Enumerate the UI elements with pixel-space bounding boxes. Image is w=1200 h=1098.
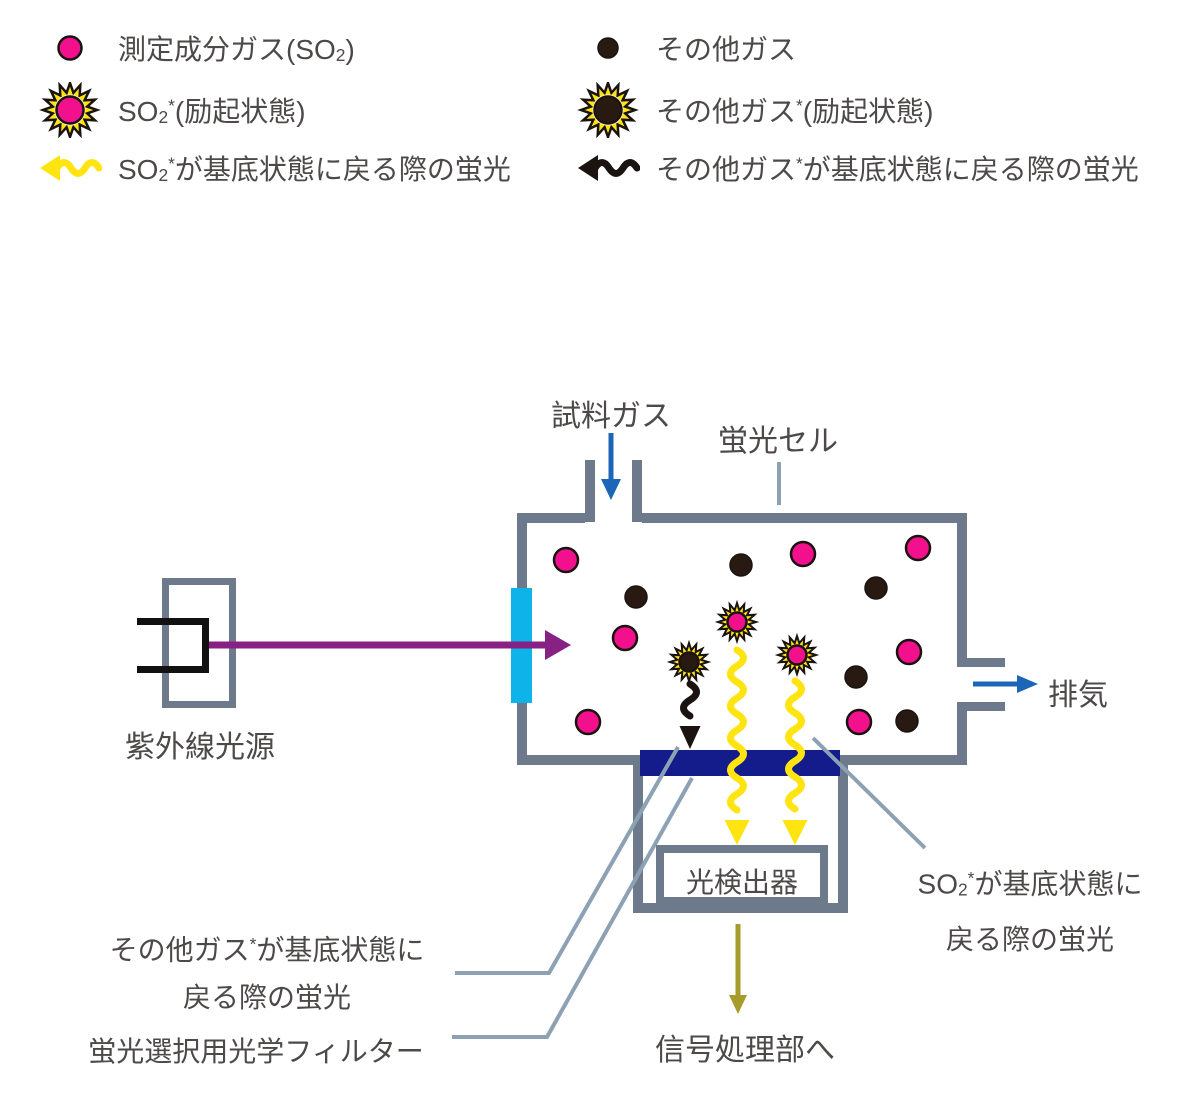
legend-item-other-gas-excited: その他ガス*(励起状態) bbox=[576, 82, 933, 138]
cell-right-wall-lower bbox=[957, 711, 967, 765]
cell-bottom-wall-left bbox=[517, 755, 633, 765]
so2-molecule bbox=[611, 624, 639, 652]
signal-processing-label: 信号処理部へ bbox=[655, 1034, 835, 1067]
photodetector-box bbox=[656, 845, 828, 905]
so2-molecule bbox=[789, 540, 817, 568]
other-gas-molecule bbox=[624, 585, 648, 609]
uv-lamp-icon bbox=[137, 618, 209, 673]
legend-label-other-gas: その他ガス bbox=[656, 34, 797, 65]
leader-so2-fluorescence-label bbox=[811, 736, 927, 850]
cell-top-wall-right bbox=[642, 513, 967, 523]
uv-source-label: 紫外線光源 bbox=[125, 731, 275, 764]
so2-molecule bbox=[57, 35, 83, 61]
uv-beam-arrow bbox=[209, 630, 571, 660]
detector-housing-right-wall bbox=[838, 755, 848, 913]
detector-housing-left-wall bbox=[633, 755, 643, 913]
legend-label-so2-fluorescence: SO2*が基底状態に戻る際の蛍光 bbox=[118, 153, 511, 186]
leader-filter-label bbox=[452, 777, 694, 1039]
legend-item-so2-excited: SO2*(励起状態) bbox=[38, 82, 306, 138]
inlet-tube-left-wall bbox=[585, 460, 595, 522]
leader-lines bbox=[452, 462, 927, 1039]
so2-molecule bbox=[552, 546, 580, 574]
other-gas-fluorescence-note: その他ガス*が基底状態に 戻る際の蛍光 bbox=[109, 934, 425, 1013]
other-gas-molecule bbox=[895, 709, 919, 733]
so2-molecule bbox=[845, 708, 873, 736]
so2-molecule bbox=[574, 708, 602, 736]
optical-filter-label: 蛍光選択用光学フィルター bbox=[88, 1036, 424, 1067]
other-gas-molecule bbox=[729, 553, 753, 577]
photodetector-label: 光検出器 bbox=[685, 867, 798, 898]
legend-label-other-gas-excited: その他ガス*(励起状態) bbox=[656, 95, 934, 127]
so2-molecule bbox=[904, 534, 932, 562]
exhaust-stub-bottom bbox=[957, 702, 1005, 711]
exhaust-arrow bbox=[973, 675, 1038, 693]
so2-excited-molecule bbox=[774, 632, 820, 678]
other-gas-molecule bbox=[597, 37, 619, 59]
other-gas-molecule bbox=[844, 665, 868, 689]
so2-excited-molecule bbox=[714, 599, 760, 645]
other-gas-excited-molecule bbox=[666, 639, 712, 685]
inlet-tube-right-wall bbox=[632, 460, 642, 522]
other-gas-molecule bbox=[864, 576, 888, 600]
other-gas-molecule-icon bbox=[597, 37, 619, 59]
so2-fluorescence-note: SO2*が基底状態に 戻る際の蛍光 bbox=[917, 868, 1143, 955]
yellow-fluorescence-ray bbox=[724, 646, 750, 845]
fluorescence-rays bbox=[679, 646, 808, 845]
legend-item-other-gas: その他ガス bbox=[576, 20, 796, 76]
leader-other-fluorescence-label bbox=[455, 746, 680, 975]
cell-top-wall-left bbox=[517, 513, 585, 523]
yellow-wavy-arrow bbox=[40, 155, 102, 181]
legend-item-other-gas-fluorescence: その他ガス*が基底状態に戻る際の蛍光 bbox=[576, 140, 1139, 196]
legend-item-so2-fluorescence: SO2*が基底状態に戻る際の蛍光 bbox=[38, 140, 511, 196]
cell-bottom-wall-right bbox=[848, 755, 967, 765]
legend-item-so2: 測定成分ガス(SO2) bbox=[38, 20, 355, 76]
cell-right-wall-upper bbox=[957, 513, 967, 667]
gas-molecules bbox=[552, 534, 932, 736]
black-wavy-arrow bbox=[578, 155, 640, 181]
black-fluorescence-arrow-icon bbox=[578, 155, 640, 181]
black-fluorescence-ray bbox=[679, 680, 701, 749]
fluorescence-cell-label: 蛍光セル bbox=[718, 425, 838, 458]
other-gas-excited-icon bbox=[577, 82, 639, 138]
so2-excited-molecule bbox=[39, 82, 101, 138]
exhaust-stub-top bbox=[957, 658, 1005, 667]
sample-gas-label: 試料ガス bbox=[551, 400, 671, 433]
exhaust-label: 排気 bbox=[1048, 679, 1108, 712]
signal-output-arrow bbox=[729, 924, 747, 1014]
legend-label-so2-excited: SO2*(励起状態) bbox=[118, 95, 306, 128]
legend-label-other-gas-fluorescence: その他ガス*が基底状態に戻る際の蛍光 bbox=[656, 153, 1139, 185]
yellow-fluorescence-ray bbox=[782, 677, 808, 845]
detector-housing-bottom-wall bbox=[633, 903, 848, 913]
other-gas-excited-molecule bbox=[577, 82, 639, 138]
so2-molecule-icon bbox=[57, 35, 83, 61]
legend-label-so2: 測定成分ガス(SO2) bbox=[118, 34, 355, 66]
yellow-fluorescence-arrow-icon bbox=[40, 155, 102, 181]
sample-gas-arrow bbox=[601, 433, 621, 500]
so2-excited-icon bbox=[39, 82, 101, 138]
so2-molecule bbox=[895, 638, 923, 666]
